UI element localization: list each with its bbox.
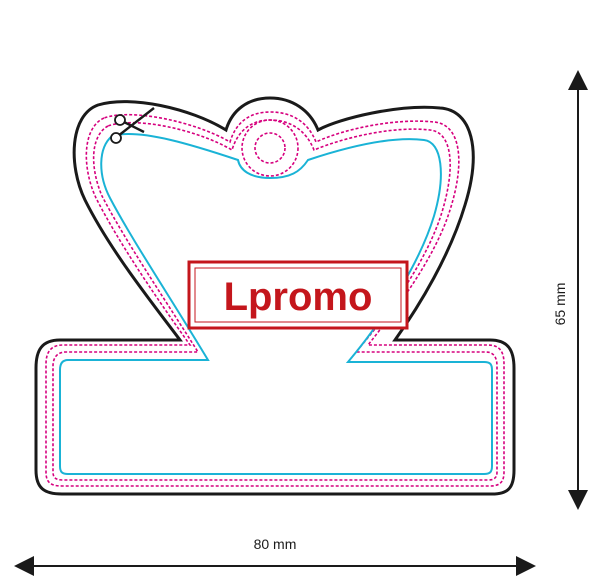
width-label: 80 mm xyxy=(254,536,297,552)
safe-line-outer xyxy=(45,111,505,487)
logo-frame xyxy=(187,260,409,330)
height-label: 65 mm xyxy=(552,283,568,326)
cut-line xyxy=(59,133,493,475)
logo: Lpromo xyxy=(187,260,409,330)
logo-text: Lpromo xyxy=(224,275,373,319)
scissors-icon xyxy=(110,107,155,144)
logo-frame-inner xyxy=(194,267,402,323)
hanging-hole xyxy=(254,132,286,164)
hole-ring-outer xyxy=(241,119,299,177)
